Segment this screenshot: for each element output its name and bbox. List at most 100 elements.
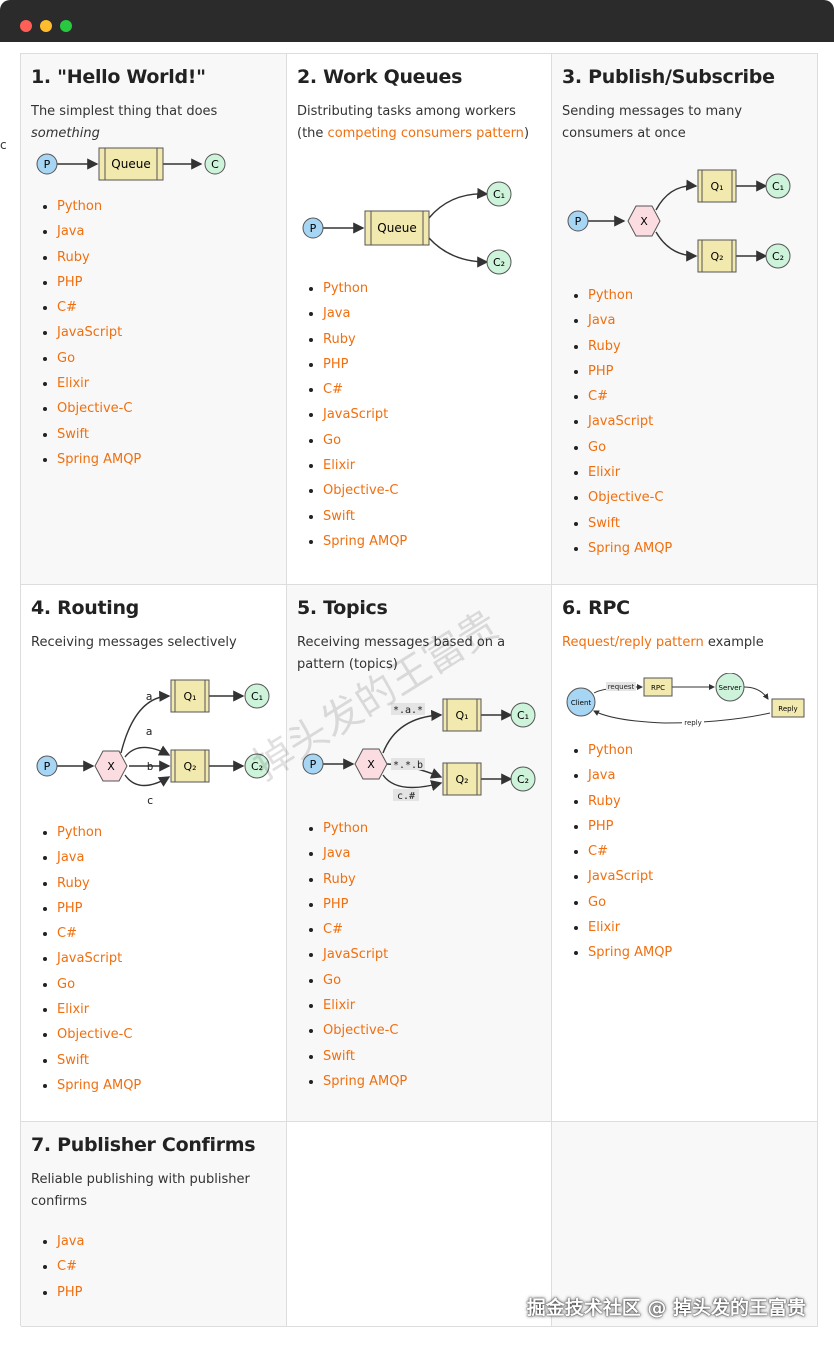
- language-link[interactable]: PHP: [323, 896, 349, 912]
- language-link[interactable]: Objective-C: [57, 1027, 133, 1043]
- consumer-2-node: C₂: [765, 243, 791, 269]
- list-item: Elixir: [57, 371, 141, 396]
- language-link[interactable]: Swift: [588, 515, 620, 531]
- list-item: Go: [323, 428, 407, 453]
- request-reply-link[interactable]: Request/reply pattern: [562, 635, 704, 650]
- language-link[interactable]: JavaScript: [57, 951, 123, 967]
- language-link[interactable]: JavaScript: [588, 414, 654, 430]
- language-link[interactable]: Spring AMQP: [588, 540, 673, 556]
- language-link[interactable]: PHP: [57, 274, 83, 290]
- topic-key-label: *.*.b: [393, 760, 423, 771]
- language-link[interactable]: Java: [323, 846, 351, 862]
- language-link[interactable]: Ruby: [323, 331, 356, 347]
- language-link[interactable]: Python: [57, 199, 103, 214]
- language-link[interactable]: Python: [57, 825, 103, 840]
- language-link[interactable]: PHP: [57, 1284, 83, 1300]
- language-link[interactable]: Java: [323, 306, 351, 322]
- language-link[interactable]: Spring AMQP: [57, 1077, 142, 1093]
- svg-text:Q₂: Q₂: [183, 760, 196, 773]
- routing-key-label: a: [146, 725, 153, 738]
- language-link[interactable]: JavaScript: [323, 947, 389, 963]
- language-link[interactable]: Go: [588, 894, 607, 910]
- svg-text:X: X: [107, 760, 115, 773]
- language-link[interactable]: Objective-C: [323, 1023, 399, 1039]
- language-link[interactable]: Elixir: [588, 920, 621, 936]
- tutorial-card-topics: 5. Topics Receiving messages based on a …: [287, 585, 552, 1122]
- svg-text:Server: Server: [719, 684, 742, 692]
- list-item: Swift: [588, 511, 672, 536]
- language-link[interactable]: PHP: [323, 356, 349, 372]
- language-link[interactable]: JavaScript: [588, 869, 654, 885]
- list-item: Objective-C: [57, 1022, 141, 1047]
- language-link[interactable]: Elixir: [323, 458, 356, 474]
- list-item: Ruby: [588, 789, 672, 814]
- svg-text:Q₂: Q₂: [455, 773, 468, 786]
- svg-text:P: P: [44, 158, 51, 171]
- topic-key-label: c.#: [397, 791, 415, 802]
- language-link[interactable]: Java: [57, 1234, 85, 1249]
- maximize-window-button[interactable]: [60, 20, 72, 32]
- language-link[interactable]: Python: [588, 288, 634, 303]
- close-window-button[interactable]: [20, 20, 32, 32]
- list-item: PHP: [588, 814, 672, 839]
- language-link[interactable]: Spring AMQP: [57, 451, 142, 467]
- language-link[interactable]: C#: [57, 1259, 77, 1275]
- language-link[interactable]: Go: [323, 972, 342, 988]
- list-item: Swift: [323, 1044, 407, 1069]
- language-link[interactable]: Ruby: [323, 871, 356, 887]
- language-link[interactable]: Go: [57, 976, 76, 992]
- language-link[interactable]: Elixir: [323, 998, 356, 1014]
- producer-node: P: [302, 753, 324, 775]
- language-link[interactable]: Elixir: [57, 376, 90, 392]
- language-link[interactable]: Swift: [323, 508, 355, 524]
- language-link[interactable]: Go: [323, 432, 342, 448]
- language-link[interactable]: Spring AMQP: [323, 1073, 408, 1089]
- language-link[interactable]: Objective-C: [323, 483, 399, 499]
- list-item: PHP: [323, 352, 407, 377]
- language-link[interactable]: Ruby: [57, 249, 90, 265]
- language-link[interactable]: Swift: [57, 1052, 89, 1068]
- svg-text:C₂: C₂: [493, 256, 505, 269]
- language-link[interactable]: Java: [588, 313, 616, 329]
- language-link[interactable]: Objective-C: [588, 490, 664, 506]
- consumer-node: C: [204, 153, 226, 175]
- language-link[interactable]: PHP: [57, 900, 83, 916]
- language-link[interactable]: Swift: [323, 1048, 355, 1064]
- list-item: Spring AMQP: [57, 447, 141, 472]
- language-link[interactable]: Java: [57, 850, 85, 866]
- language-link[interactable]: C#: [323, 922, 343, 938]
- language-link[interactable]: Python: [323, 281, 369, 296]
- language-link[interactable]: Ruby: [588, 793, 621, 809]
- exchange-node: X: [627, 205, 661, 237]
- language-link[interactable]: PHP: [588, 363, 614, 379]
- language-link[interactable]: Python: [323, 821, 369, 836]
- language-link[interactable]: JavaScript: [57, 325, 123, 341]
- language-link[interactable]: C#: [57, 300, 77, 316]
- language-link[interactable]: C#: [588, 844, 608, 860]
- language-link[interactable]: Spring AMQP: [588, 945, 673, 961]
- language-link[interactable]: C#: [588, 389, 608, 405]
- language-link[interactable]: Objective-C: [57, 401, 133, 417]
- language-link[interactable]: Elixir: [588, 465, 621, 481]
- tutorial-description: The simplest thing that does something: [31, 104, 218, 141]
- language-link[interactable]: Ruby: [588, 338, 621, 354]
- consumer-2-node: C₂: [244, 753, 270, 779]
- language-link[interactable]: C#: [57, 926, 77, 942]
- consumer-1-node: C₁: [510, 702, 536, 728]
- language-link[interactable]: PHP: [588, 818, 614, 834]
- language-link[interactable]: Spring AMQP: [323, 533, 408, 549]
- language-link[interactable]: Python: [588, 743, 634, 758]
- language-link[interactable]: Java: [588, 768, 616, 784]
- language-link[interactable]: Java: [57, 224, 85, 240]
- language-link[interactable]: JavaScript: [323, 407, 389, 423]
- language-link[interactable]: Elixir: [57, 1002, 90, 1018]
- language-link[interactable]: Ruby: [57, 875, 90, 891]
- language-link[interactable]: Go: [588, 439, 607, 455]
- consumer-1-node: C₁: [244, 683, 270, 709]
- language-link[interactable]: Go: [57, 350, 76, 366]
- language-link[interactable]: Swift: [57, 426, 89, 442]
- language-link[interactable]: C#: [323, 382, 343, 398]
- minimize-window-button[interactable]: [40, 20, 52, 32]
- routing-key-label: c: [147, 794, 154, 807]
- competing-consumers-link[interactable]: competing consumers pattern: [327, 126, 524, 141]
